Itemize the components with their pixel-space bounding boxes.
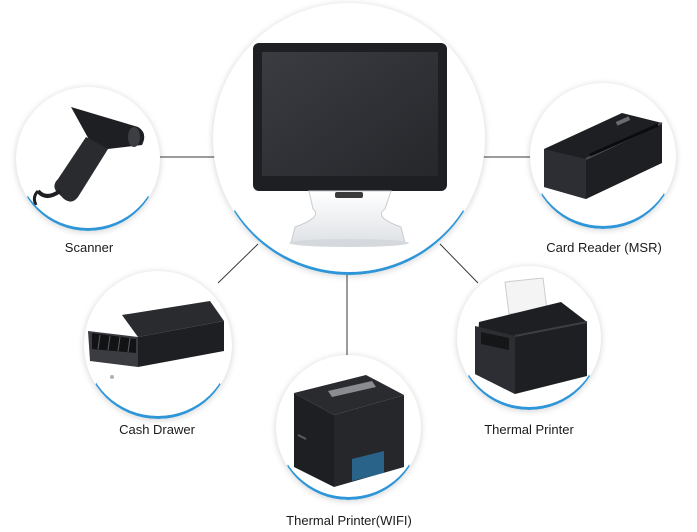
connector-thermal-printer bbox=[439, 243, 479, 284]
scanner-label: Scanner bbox=[64, 240, 114, 255]
cash-drawer-label: Cash Drawer bbox=[119, 422, 195, 437]
pos-terminal-circle bbox=[213, 3, 485, 275]
wifi-thermal-printer-label: Thermal Printer(WIFI) bbox=[286, 513, 412, 528]
pos-monitor-icon bbox=[253, 43, 447, 247]
thermal-printer-label: Thermal Printer bbox=[484, 422, 574, 437]
card-reader-circle bbox=[530, 83, 676, 229]
wifi-thermal-printer-circle bbox=[276, 355, 421, 500]
wifi-thermal-printer-icon bbox=[294, 375, 404, 487]
cash-drawer-icon bbox=[88, 301, 224, 379]
scanner-circle bbox=[16, 87, 160, 231]
cash-drawer-circle bbox=[84, 271, 232, 419]
thermal-printer-circle bbox=[457, 266, 601, 410]
barcode-scanner-icon bbox=[32, 107, 145, 206]
card-reader-icon bbox=[544, 113, 663, 199]
connector-cash-drawer bbox=[217, 243, 259, 284]
card-reader-label: Card Reader (MSR) bbox=[546, 240, 662, 255]
thermal-printer-icon bbox=[475, 277, 588, 394]
